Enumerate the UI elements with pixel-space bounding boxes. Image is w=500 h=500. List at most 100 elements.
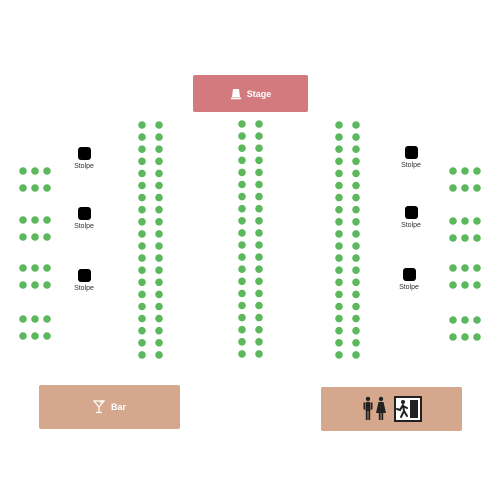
seat[interactable] [43, 315, 51, 323]
seat[interactable] [138, 254, 146, 262]
seat[interactable] [461, 217, 469, 225]
seat[interactable] [335, 205, 343, 214]
seat[interactable] [352, 169, 360, 178]
seat[interactable] [449, 264, 457, 272]
seat[interactable] [238, 289, 246, 298]
seat[interactable] [255, 132, 263, 140]
seat[interactable] [473, 316, 481, 324]
seat[interactable] [238, 325, 246, 334]
seat[interactable] [31, 332, 39, 340]
seat[interactable] [238, 132, 246, 140]
seat[interactable] [155, 145, 163, 153]
seat[interactable] [352, 326, 360, 335]
seat[interactable] [238, 338, 246, 346]
seat[interactable] [155, 181, 163, 190]
seat[interactable] [335, 254, 343, 262]
seat[interactable] [352, 339, 360, 347]
seat[interactable] [255, 277, 263, 286]
seat[interactable] [19, 281, 27, 289]
seat[interactable] [155, 218, 163, 226]
seat[interactable] [238, 277, 246, 286]
seat[interactable] [19, 315, 27, 323]
seat[interactable] [473, 264, 481, 272]
seat[interactable] [255, 204, 263, 213]
seat[interactable] [31, 184, 39, 192]
seat[interactable] [255, 217, 263, 225]
seat[interactable] [255, 241, 263, 249]
seat[interactable] [352, 181, 360, 190]
seat[interactable] [238, 350, 246, 358]
seat[interactable] [255, 325, 263, 334]
seat[interactable] [155, 169, 163, 178]
seat[interactable] [238, 253, 246, 261]
seat[interactable] [335, 314, 343, 323]
seat[interactable] [335, 157, 343, 166]
seat[interactable] [461, 281, 469, 289]
seat[interactable] [352, 242, 360, 250]
seat[interactable] [31, 315, 39, 323]
seat[interactable] [238, 301, 246, 310]
seat[interactable] [335, 121, 343, 129]
seat[interactable] [449, 281, 457, 289]
seat[interactable] [155, 242, 163, 250]
seat[interactable] [138, 181, 146, 190]
seat[interactable] [138, 339, 146, 347]
seat[interactable] [461, 167, 469, 175]
seat[interactable] [461, 316, 469, 324]
seat[interactable] [255, 180, 263, 189]
seat[interactable] [155, 326, 163, 335]
seat[interactable] [138, 242, 146, 250]
seat[interactable] [19, 184, 27, 192]
seat[interactable] [238, 180, 246, 189]
seat[interactable] [31, 264, 39, 272]
seat[interactable] [238, 265, 246, 274]
seat[interactable] [335, 290, 343, 299]
seat[interactable] [138, 157, 146, 166]
seat[interactable] [31, 167, 39, 175]
seat[interactable] [352, 278, 360, 287]
seat[interactable] [352, 205, 360, 214]
seat[interactable] [155, 193, 163, 202]
seat[interactable] [155, 205, 163, 214]
seat[interactable] [335, 351, 343, 359]
seat[interactable] [352, 266, 360, 275]
seat[interactable] [19, 216, 27, 224]
seat[interactable] [138, 351, 146, 359]
seat[interactable] [155, 133, 163, 141]
seat[interactable] [238, 120, 246, 128]
seat[interactable] [155, 121, 163, 129]
seat[interactable] [335, 242, 343, 250]
seat[interactable] [335, 145, 343, 153]
seat[interactable] [238, 313, 246, 322]
seat[interactable] [335, 230, 343, 238]
seat[interactable] [155, 230, 163, 238]
seat[interactable] [43, 184, 51, 192]
seat[interactable] [19, 233, 27, 241]
seat[interactable] [461, 184, 469, 192]
seat[interactable] [449, 217, 457, 225]
seat[interactable] [31, 233, 39, 241]
seat[interactable] [449, 167, 457, 175]
seat[interactable] [352, 302, 360, 311]
seat[interactable] [238, 156, 246, 165]
seat[interactable] [255, 313, 263, 322]
seat[interactable] [31, 281, 39, 289]
seat[interactable] [155, 339, 163, 347]
seat[interactable] [335, 193, 343, 202]
seat[interactable] [449, 333, 457, 341]
seat[interactable] [155, 351, 163, 359]
seat[interactable] [138, 290, 146, 299]
seat[interactable] [238, 241, 246, 249]
seat[interactable] [43, 233, 51, 241]
seat[interactable] [352, 230, 360, 238]
seat[interactable] [335, 266, 343, 275]
seat[interactable] [138, 278, 146, 287]
seat[interactable] [138, 314, 146, 323]
seat[interactable] [352, 254, 360, 262]
seat[interactable] [238, 217, 246, 225]
seat[interactable] [19, 332, 27, 340]
seat[interactable] [19, 167, 27, 175]
seat[interactable] [255, 229, 263, 237]
seat[interactable] [138, 121, 146, 129]
seat[interactable] [43, 281, 51, 289]
